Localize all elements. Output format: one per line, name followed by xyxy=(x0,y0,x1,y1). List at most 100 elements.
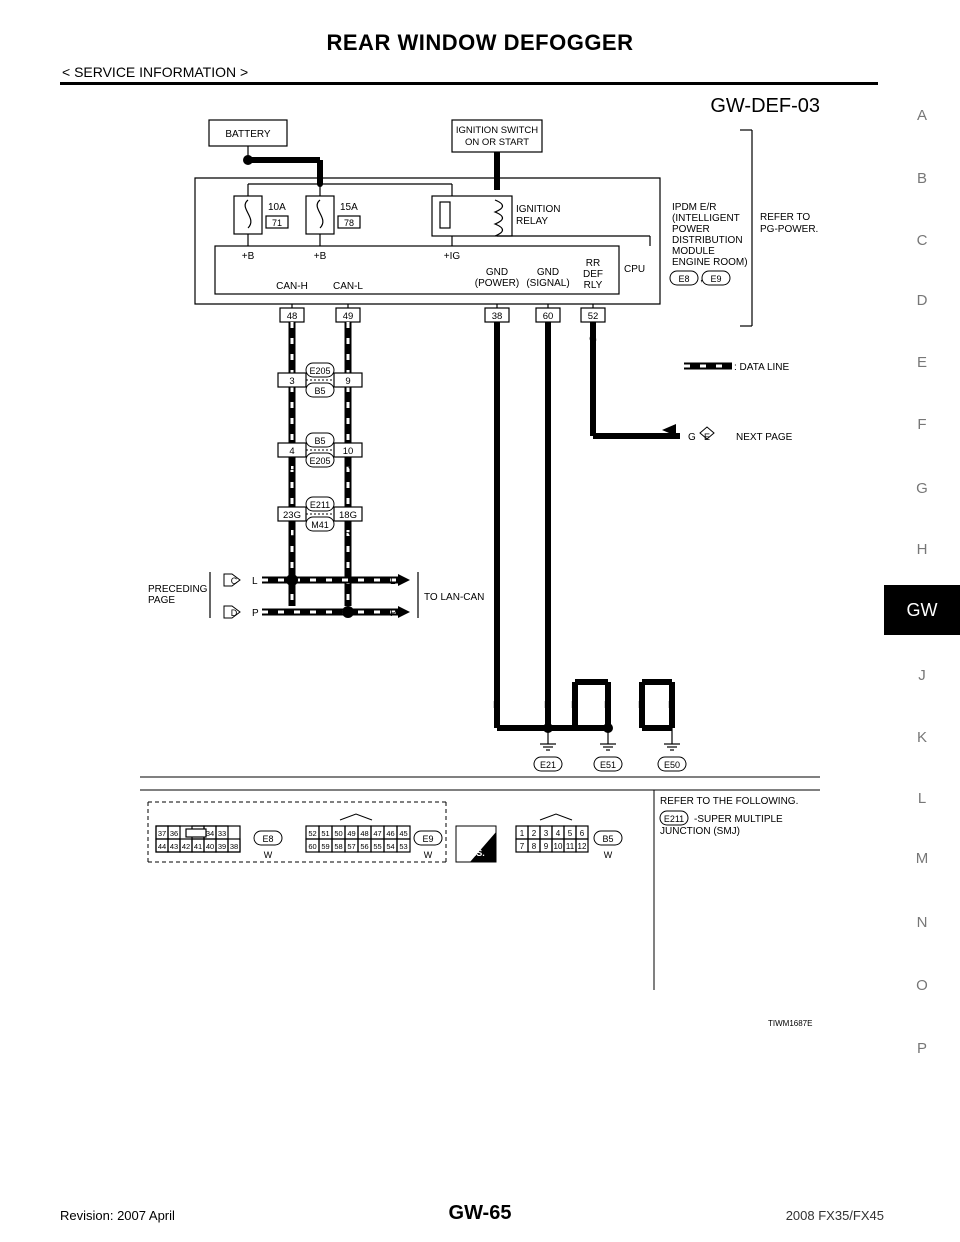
smj-text-1: -SUPER MULTIPLE xyxy=(694,814,783,825)
e8-pin-42: 42 xyxy=(182,842,190,851)
section-index-b[interactable]: B xyxy=(916,170,927,187)
e9-pin-51: 51 xyxy=(321,829,329,838)
smj-tag xyxy=(659,810,689,826)
arrow-right-icon xyxy=(398,574,410,586)
cpu-rr-def-2: DEF xyxy=(583,269,603,280)
cpu-label: CPU xyxy=(624,264,645,275)
jw-r-2: R xyxy=(344,528,351,539)
jw-r-0: R xyxy=(344,392,351,403)
pin-60: 60 xyxy=(543,311,554,322)
section-index-c[interactable]: C xyxy=(916,232,928,249)
e8-color: W xyxy=(264,850,273,860)
b5-pin-6: 6 xyxy=(580,829,585,838)
header-rule xyxy=(60,82,878,85)
ipdm-label-5: ENGINE ROOM) xyxy=(672,257,748,268)
b5-pin-4: 4 xyxy=(556,829,561,838)
ipdm-connector-e8 xyxy=(669,270,699,286)
e9-pin-57: 57 xyxy=(347,842,355,851)
junction-right-box-0 xyxy=(333,372,363,388)
ignition-relay-box xyxy=(431,195,513,237)
junction-tag-top-1-text: B5 xyxy=(314,436,325,446)
section-index-o[interactable]: O xyxy=(916,977,928,994)
section-index-l[interactable]: L xyxy=(917,790,927,807)
e9-pin-60: 60 xyxy=(308,842,316,851)
legend-data-line-label: : DATA LINE xyxy=(734,362,790,373)
section-index-h[interactable]: H xyxy=(916,541,928,558)
next-page-e: E xyxy=(704,432,710,442)
e9-pin-55: 55 xyxy=(373,842,381,851)
section-index-d[interactable]: D xyxy=(916,292,928,309)
next-page-arrow-icon xyxy=(662,424,676,436)
to-lan-can: TO LAN-CAN xyxy=(424,592,484,603)
ignition-relay-label: IGNITION xyxy=(516,204,560,215)
junction-tag-bottom-2-text: M41 xyxy=(311,520,329,530)
e8-pin-44: 44 xyxy=(158,842,166,851)
b5-pin-1: 1 xyxy=(520,829,525,838)
cpu-rr-def-3: RLY xyxy=(584,280,603,291)
marker-l2: L xyxy=(390,576,396,587)
can-l-splice xyxy=(342,606,354,618)
e9-tag-text: E9 xyxy=(422,834,433,844)
b5-pin-9: 9 xyxy=(544,842,549,851)
section-index-f[interactable]: F xyxy=(917,416,927,433)
section-index-j[interactable]: J xyxy=(918,667,926,684)
pin-49: 49 xyxy=(343,311,354,322)
ipdm-connector-e9 xyxy=(701,270,731,286)
section-index-g[interactable]: G xyxy=(916,480,928,497)
fuse-10a-amp: 10A xyxy=(268,202,286,213)
b5-pin-2: 2 xyxy=(532,829,537,838)
b5-color: W xyxy=(604,850,613,860)
fuse-15a-element xyxy=(316,199,324,229)
ground-tag-2 xyxy=(657,756,687,772)
section-index-p[interactable]: P xyxy=(916,1040,927,1057)
e8-tag-text: E8 xyxy=(262,834,273,844)
marker-l1: L xyxy=(252,576,258,587)
junction-tag-bottom-1 xyxy=(305,452,335,468)
section-index-gw[interactable]: GW xyxy=(884,585,960,635)
section-index-e[interactable]: E xyxy=(916,354,927,371)
b5-cell xyxy=(575,838,589,853)
fuse-15a-no: 78 xyxy=(344,218,354,228)
junction-tag-top-1 xyxy=(305,432,335,448)
b5-pin-5: 5 xyxy=(568,829,573,838)
b5-pin-10: 10 xyxy=(554,842,563,851)
b5-tag xyxy=(593,830,623,846)
section-index-k[interactable]: K xyxy=(916,729,927,746)
cpu-box xyxy=(214,245,620,295)
section-index: A B C D E F G H GW J K L M N O P xyxy=(884,0,960,1242)
footer-revision: Revision: 2007 April xyxy=(60,1208,175,1223)
junction-tag-top-2-text: E211 xyxy=(310,500,330,510)
e8-pin-34: 34 xyxy=(206,829,214,838)
preceding-page-2: PAGE xyxy=(148,595,175,606)
e8-pin-39: 39 xyxy=(218,842,226,851)
page-title: REAR WINDOW DEFOGGER xyxy=(326,30,634,55)
junction-left-0: 3 xyxy=(289,376,294,387)
relay-coil-icon xyxy=(493,199,504,237)
pin-38: 38 xyxy=(492,311,503,322)
cpu-pin-ig: +IG xyxy=(444,251,461,262)
section-index-a[interactable]: A xyxy=(916,107,927,124)
ground-wire-label-0: B xyxy=(493,700,500,711)
e9-pin-58: 58 xyxy=(334,842,342,851)
section-index-n[interactable]: N xyxy=(916,914,928,931)
junction-tag-top-0-text: E205 xyxy=(309,366,330,376)
ipdm-connector-e8-text: E8 xyxy=(678,274,689,284)
cpu-gnd-signal-2: (SIGNAL) xyxy=(526,278,569,289)
ignition-switch-label-2: ON OR START xyxy=(465,137,529,148)
e8-key xyxy=(185,828,207,838)
conn-c-icon xyxy=(223,573,241,587)
ipdm-label-0: IPDM E/R xyxy=(672,202,716,213)
fuse-15a-box xyxy=(305,195,335,235)
ground-wire-label-1: B xyxy=(544,700,551,711)
ignition-switch-label: IGNITION SWITCH xyxy=(456,125,538,136)
b5-pin-8: 8 xyxy=(532,842,537,851)
pin-52: 52 xyxy=(588,311,599,322)
pin-48: 48 xyxy=(287,311,298,322)
e9-pin-48: 48 xyxy=(360,829,368,838)
marker-p1: P xyxy=(252,608,259,619)
ground-wire-label-4: B xyxy=(638,700,645,711)
section-index-m[interactable]: M xyxy=(915,850,929,867)
smj-text-2: JUNCTION (SMJ) xyxy=(660,826,740,837)
smj-tag-text: E211 xyxy=(664,814,684,824)
footer-page-number: GW-65 xyxy=(448,1202,512,1224)
